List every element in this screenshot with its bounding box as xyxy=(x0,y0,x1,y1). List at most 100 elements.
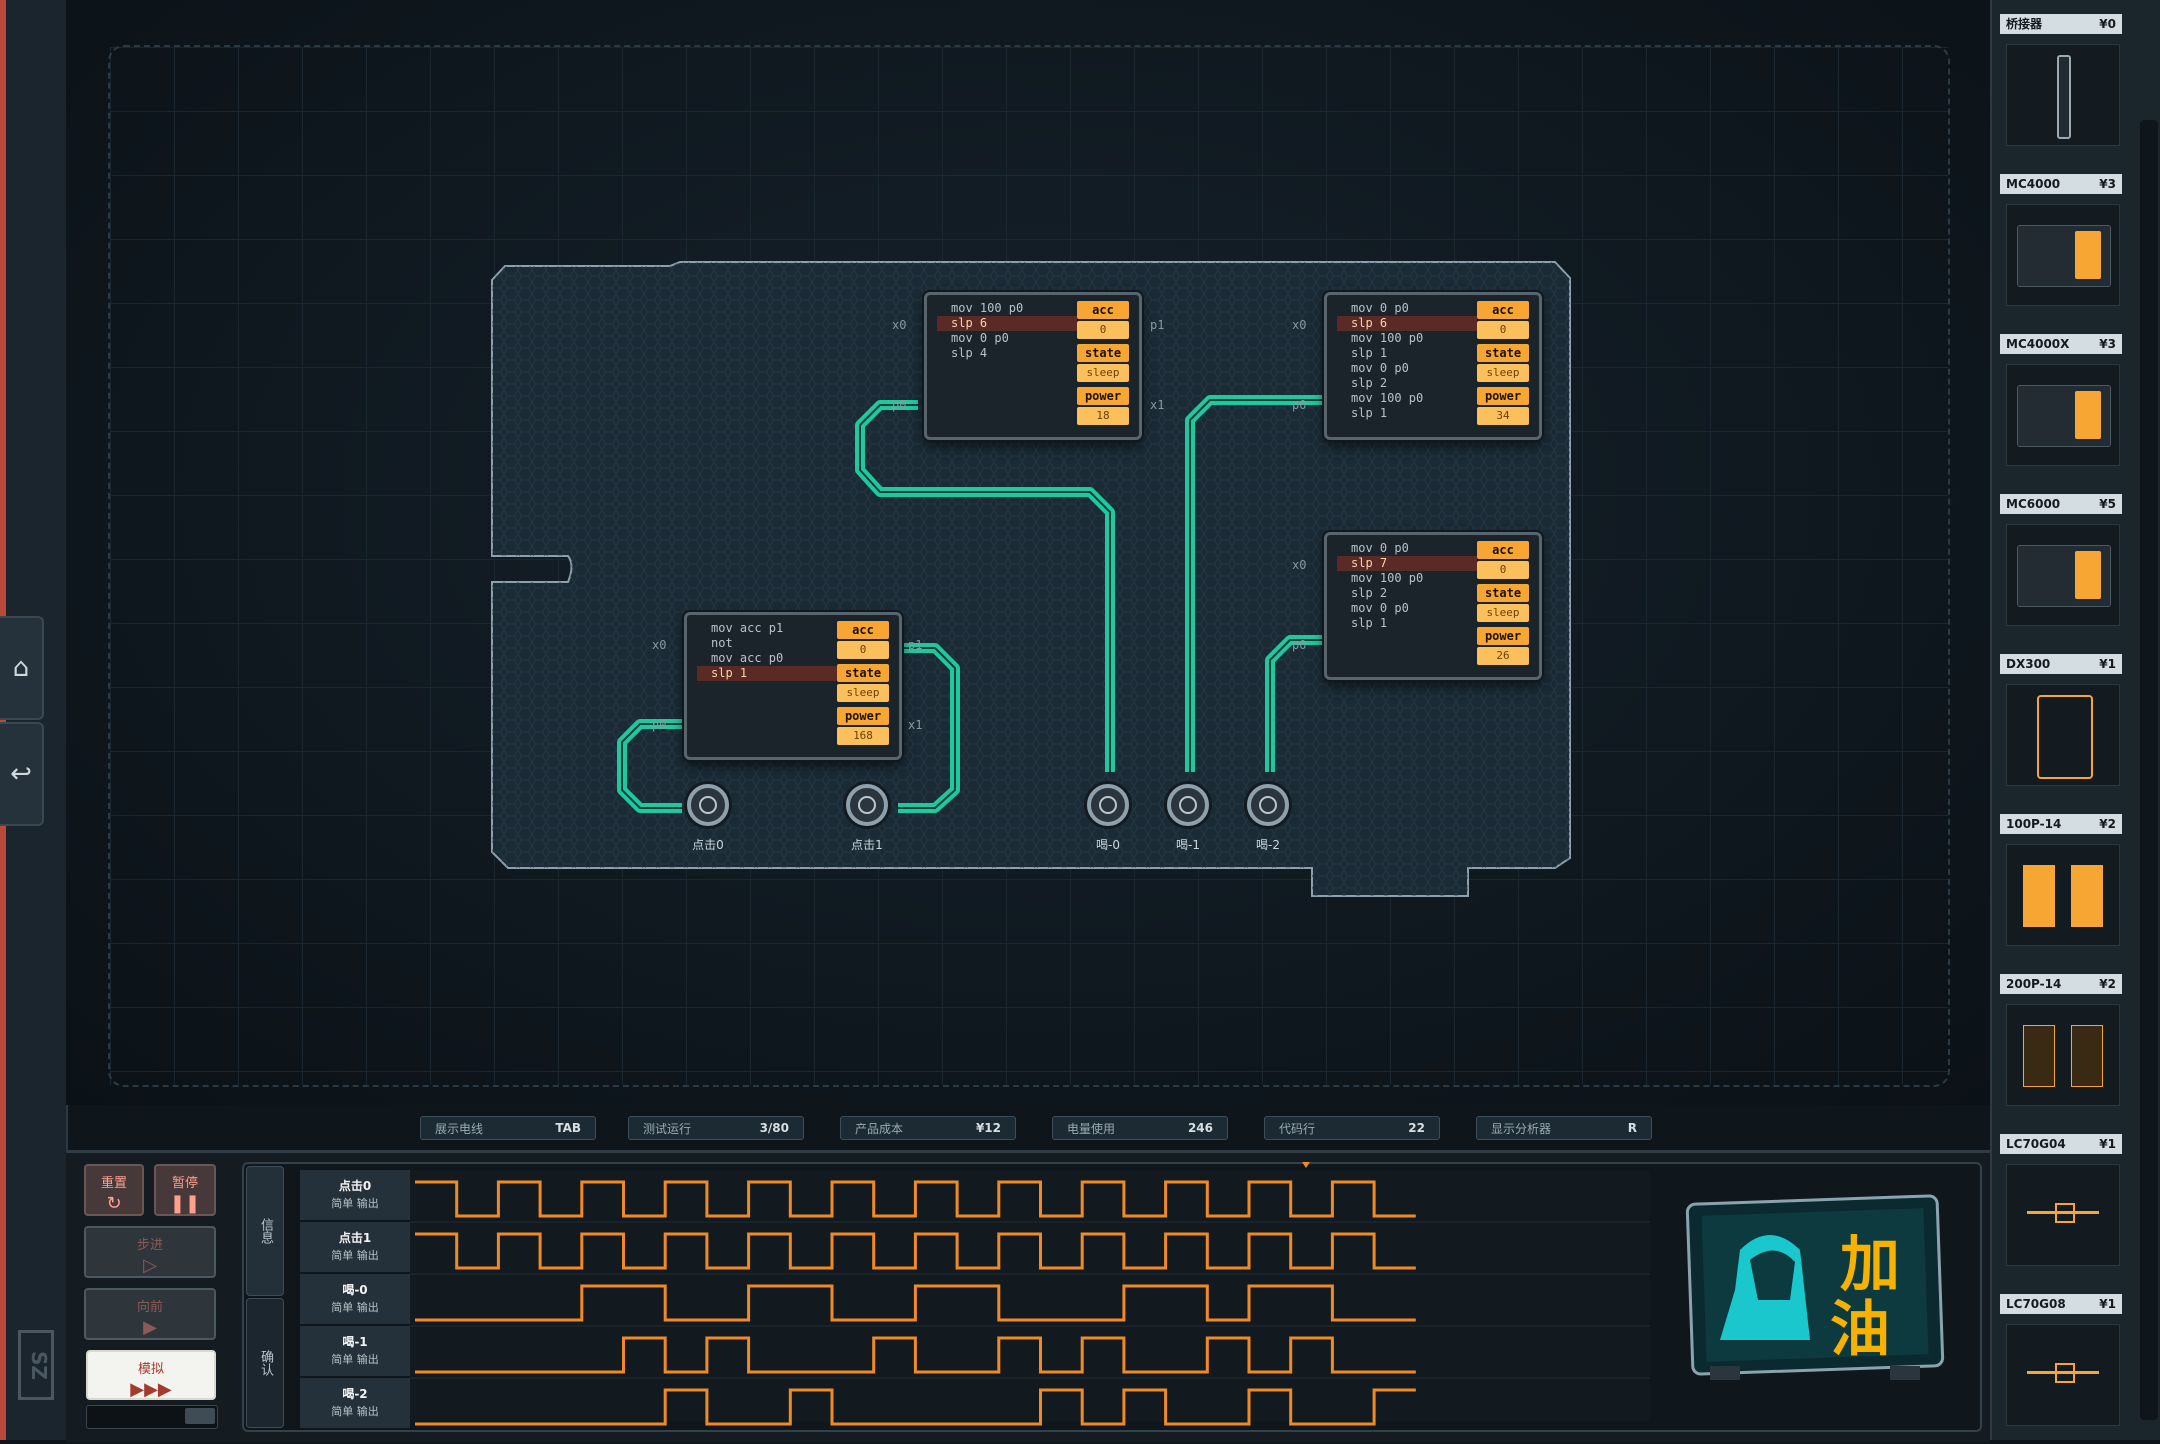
pin-label: p0 xyxy=(1292,398,1307,412)
code-line-active: slp 6 xyxy=(1337,316,1477,331)
part-header: 100P-14¥2 xyxy=(2000,814,2122,834)
part-price: ¥0 xyxy=(2099,17,2116,31)
register-column: acc 0 state sleep power 26 xyxy=(1477,541,1529,670)
part-card-6[interactable]: 100P-14¥2 xyxy=(2000,814,2122,964)
wave-type: 简单 输出 xyxy=(331,1197,379,1210)
state-label: state xyxy=(1477,344,1529,362)
part-card-4[interactable]: MC6000¥5 xyxy=(2000,494,2122,644)
forward-button[interactable]: 向前▶ xyxy=(84,1288,216,1340)
part-header: MC6000¥5 xyxy=(2000,494,2122,514)
mc4000-icon xyxy=(2006,204,2120,306)
microcontroller-b[interactable]: mov 0 p0 slp 6 mov 100 p0 slp 1 mov 0 p0… xyxy=(1324,292,1542,440)
stat-label: 显示分析器 xyxy=(1491,1121,1552,1136)
undo-button[interactable]: ↩ xyxy=(0,722,44,826)
reset-button[interactable]: 重置 ↻ xyxy=(84,1164,144,1216)
state-label: state xyxy=(837,664,889,682)
part-name: LC70G04 xyxy=(2006,1137,2066,1151)
pause-button[interactable]: 暂停❚❚ xyxy=(154,1164,216,1216)
reset-icon: ↻ xyxy=(106,1193,122,1214)
home-button[interactable]: ⌂ xyxy=(0,616,44,720)
part-card-5[interactable]: DX300¥1 xyxy=(2000,654,2122,804)
tab-verify[interactable]: 确认 xyxy=(246,1298,284,1428)
code-line: not xyxy=(711,636,733,650)
wave-name: 点击1 xyxy=(338,1231,372,1245)
code-line-active: slp 7 xyxy=(1337,556,1477,571)
microcontroller-c[interactable]: mov 0 p0 slp 7 mov 100 p0 slp 2 mov 0 p0… xyxy=(1324,532,1542,680)
register-column: acc 0 state sleep power 34 xyxy=(1477,301,1529,430)
logo-icon: SZ xyxy=(18,1330,54,1400)
power-value: 26 xyxy=(1477,647,1529,665)
pin-label: x1 xyxy=(908,718,923,732)
part-card-3[interactable]: MC4000X¥3 xyxy=(2000,334,2122,484)
state-value: sleep xyxy=(837,684,889,702)
chip-code[interactable]: mov 0 p0 slp 7 mov 100 p0 slp 2 mov 0 p0… xyxy=(1337,541,1477,631)
chip-code[interactable]: mov 100 p0 slp 6 mov 0 p0 slp 4 xyxy=(937,301,1077,361)
part-name: MC4000 xyxy=(2006,177,2061,191)
part-card-9[interactable]: LC70G08¥1 xyxy=(2000,1294,2122,1444)
speed-slider-knob[interactable] xyxy=(185,1408,215,1424)
reset-label: 重置 xyxy=(100,1176,127,1191)
output-port-drink2[interactable] xyxy=(1247,784,1289,826)
pin-label: x1 xyxy=(1150,398,1165,412)
part-card-7[interactable]: 200P-14¥2 xyxy=(2000,974,2122,1124)
part-header: MC4000¥3 xyxy=(2000,174,2122,194)
stat-label: 代码行 xyxy=(1279,1121,1316,1136)
pcb-layer xyxy=(491,261,1571,897)
pin-label: p0 xyxy=(652,718,667,732)
code-line: mov 0 p0 xyxy=(1351,541,1409,555)
simulate-button[interactable]: 模拟▶▶▶ xyxy=(86,1350,216,1400)
part-price: ¥3 xyxy=(2099,337,2116,351)
chip-code[interactable]: mov 0 p0 slp 6 mov 100 p0 slp 1 mov 0 p0… xyxy=(1337,301,1477,421)
poster-text-2: 油 xyxy=(1830,1295,1890,1365)
lc70g04-icon xyxy=(2006,1164,2120,1266)
step-label: 步进 xyxy=(136,1238,163,1253)
ram-200p14-icon xyxy=(2006,1004,2120,1106)
output-port-drink1[interactable] xyxy=(1167,784,1209,826)
tab-info[interactable]: 信息 xyxy=(246,1166,284,1296)
microcontroller-a[interactable]: mov 100 p0 slp 6 mov 0 p0 slp 4 acc 0 st… xyxy=(924,292,1142,440)
part-name: LC70G08 xyxy=(2006,1297,2066,1311)
speed-slider[interactable] xyxy=(86,1405,218,1429)
step-icon: ▷ xyxy=(143,1255,157,1276)
mc4000x-icon xyxy=(2006,364,2120,466)
state-value: sleep xyxy=(1477,604,1529,622)
forward-label: 向前 xyxy=(136,1300,163,1315)
code-line-active: slp 1 xyxy=(697,666,837,681)
part-price: ¥1 xyxy=(2099,1137,2116,1151)
state-value: sleep xyxy=(1477,364,1529,382)
wave-type: 简单 输出 xyxy=(331,1301,379,1314)
undo-icon: ↩ xyxy=(10,759,32,789)
power-value: 168 xyxy=(837,727,889,745)
port-label: 喝-2 xyxy=(1256,838,1280,852)
input-port-click1[interactable] xyxy=(846,784,888,826)
output-port-drink0[interactable] xyxy=(1087,784,1129,826)
input-port-click0[interactable] xyxy=(687,784,729,826)
part-card-8[interactable]: LC70G04 ¥1 xyxy=(2000,1134,2122,1284)
wave-name: 点击0 xyxy=(338,1179,372,1193)
stat-value: ¥12 xyxy=(975,1121,1001,1135)
power-value: 34 xyxy=(1477,407,1529,425)
part-price: ¥1 xyxy=(2099,657,2116,671)
stat-value: TAB xyxy=(555,1121,581,1135)
step-button[interactable]: 步进 ▷ xyxy=(84,1226,216,1278)
code-line: mov 100 p0 xyxy=(1351,571,1424,585)
mc6000-icon xyxy=(2006,524,2120,626)
code-line: mov 0 p0 xyxy=(1351,301,1409,315)
simulate-label: 模拟 xyxy=(137,1362,164,1377)
part-card-1[interactable]: 桥接器¥0 xyxy=(2000,14,2122,164)
chip-code[interactable]: mov acc p1 not mov acc p0 slp 1 xyxy=(697,621,837,681)
home-icon: ⌂ xyxy=(12,653,30,683)
state-label: state xyxy=(1477,584,1529,602)
parts-scrollbar[interactable] xyxy=(2140,120,2158,1420)
part-card-2[interactable]: MC4000¥3 xyxy=(2000,174,2122,324)
wave-name: 喝-2 xyxy=(342,1387,368,1401)
microcontroller-d[interactable]: mov acc p1 not mov acc p0 slp 1 acc 0 st… xyxy=(684,612,902,760)
pause-label: 暂停 xyxy=(171,1176,198,1191)
playhead-marker xyxy=(1302,1162,1310,1168)
power-label: power xyxy=(837,707,889,725)
